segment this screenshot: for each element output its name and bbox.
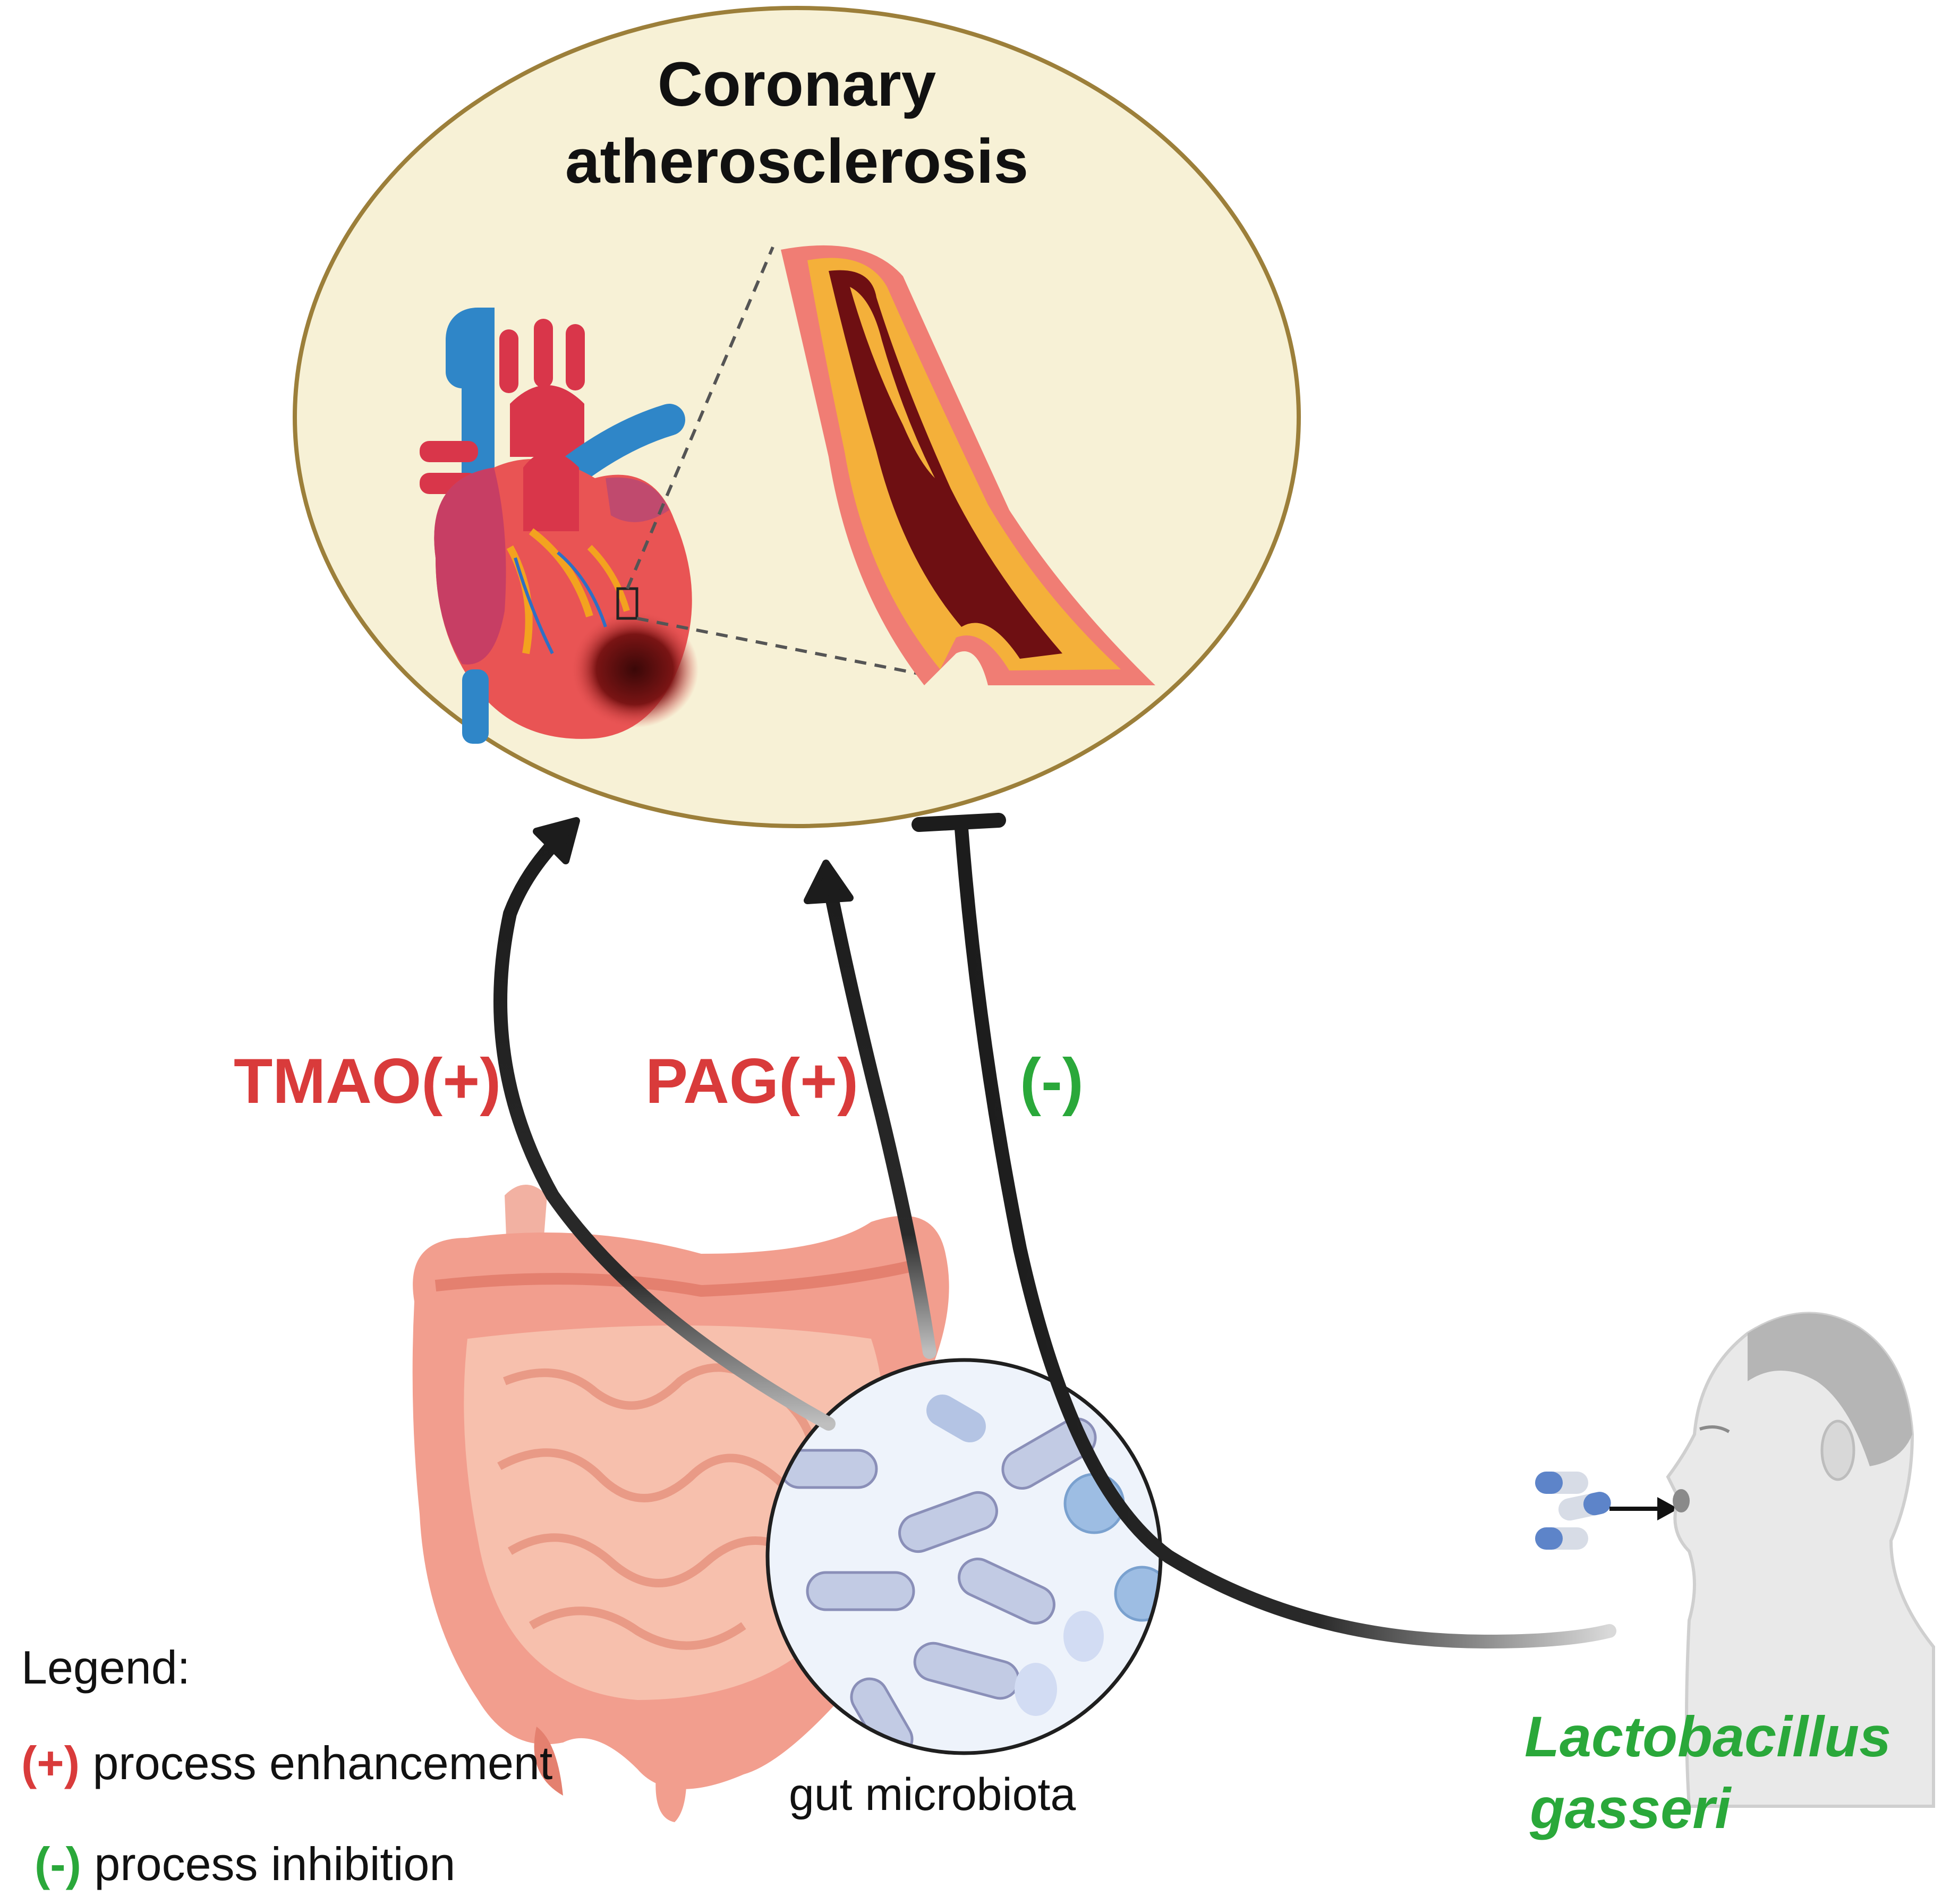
legend-item-enhancement: (+) process enhancement (21, 1740, 552, 1787)
zoom-line-bottom (636, 617, 925, 676)
species-label-line1: Lactobacillus (1524, 1704, 1892, 1769)
bacteria-icon (765, 1358, 1163, 1755)
species-label-line2: gasseri (1530, 1776, 1731, 1840)
pag-arrowhead (804, 860, 854, 904)
inhibition-bar (912, 813, 1006, 832)
legend-symbol-minus: (-) (35, 1838, 81, 1890)
legend-symbol-plus: (+) (21, 1737, 80, 1789)
legend-text-inhibition: process inhibition (94, 1838, 456, 1890)
capsule-icon (1535, 1472, 1611, 1550)
tmao-arrow (493, 827, 836, 1431)
legend-title: Legend: (21, 1641, 191, 1694)
legend-text-enhancement: process enhancement (92, 1737, 553, 1789)
tmao-arrowhead (533, 817, 580, 864)
pathway-label-tmao: TMAO(+) (234, 1046, 501, 1117)
artery-plaque-icon (781, 245, 1155, 685)
legend-item-inhibition: (-) process inhibition (35, 1841, 455, 1888)
pathway-label-pag: PAG(+) (645, 1046, 859, 1117)
human-head-icon (1666, 1312, 1935, 1808)
diagram-title-line2: atherosclerosis (565, 126, 1029, 197)
intake-arrowhead (1657, 1497, 1679, 1520)
microbiota-label: gut microbiota (789, 1769, 1076, 1820)
pathway-label-inhibition: (-) (1020, 1046, 1084, 1117)
inhibition-arrow (955, 822, 1616, 1649)
diagram-title-line1: Coronary (657, 49, 936, 120)
zoom-line-top (626, 246, 774, 590)
pag-arrow (822, 875, 936, 1359)
heart-icon (420, 307, 699, 744)
